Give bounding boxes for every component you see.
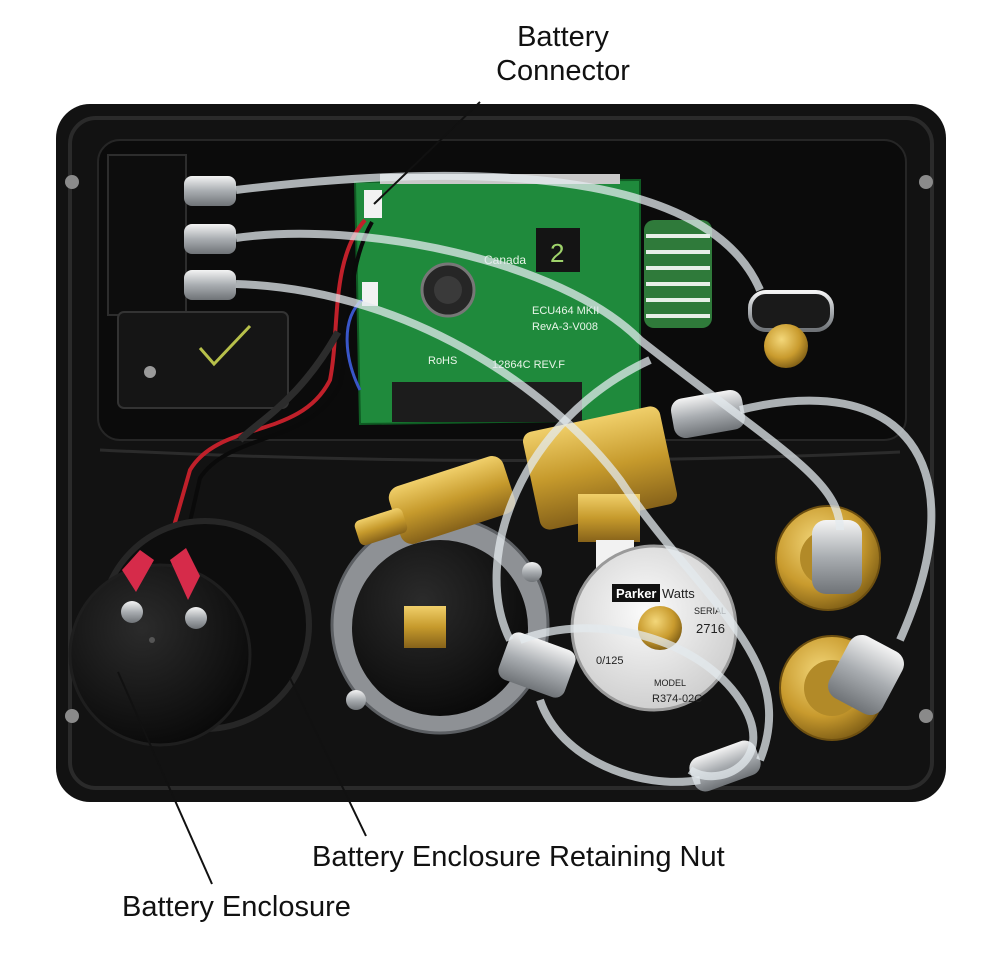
corner-screw-icon: [65, 709, 79, 723]
microcontroller-chip: [536, 228, 580, 272]
elbow-fitting: [748, 290, 834, 332]
red-wire: [168, 218, 367, 541]
gauge-model-value: R374-02C: [652, 693, 702, 705]
battery-enclosure-leader: [117, 671, 213, 885]
corner-screw-icon: [919, 709, 933, 723]
board-revision-text: RevA-3-V008: [532, 321, 598, 333]
battery-enclosure-retaining-nut-label: Battery Enclosure Retaining Nut: [312, 841, 725, 873]
bracket-screw-icon: [346, 690, 366, 710]
gauge-brand2-text: Watts: [662, 586, 695, 601]
terminal-screw-icon: [185, 607, 207, 629]
gauge-stem: [404, 606, 446, 648]
battery-enclosure-cap: [68, 563, 252, 747]
battery-connector-plug: [364, 190, 382, 218]
corner-screw-icon: [65, 175, 79, 189]
cap-hole-icon: [149, 637, 155, 643]
enclosure-rim: [68, 116, 934, 790]
small-connector-plug: [362, 282, 378, 306]
retaining-nut-leader: [289, 677, 367, 837]
marker-check-mark: [198, 324, 252, 367]
terminal-lug: [170, 548, 200, 600]
coil-windings: [646, 234, 710, 318]
brass-down-stem: [578, 494, 640, 542]
gauge-serial-value: 2716: [696, 621, 725, 636]
gauge-brand-bar: [612, 584, 660, 602]
brass-valve-body: [388, 456, 516, 544]
lcd-window: [392, 382, 582, 422]
display-digit: 2: [550, 238, 564, 268]
solenoid-screw-icon: [144, 366, 156, 378]
bracket-screw-icon: [522, 562, 542, 582]
push-fitting: [184, 224, 236, 254]
battery-connector-leader: [373, 101, 481, 205]
board-model-text: ECU464 MKII: [532, 305, 599, 317]
corner-screw-icon: [919, 175, 933, 189]
chrome-elbow: [828, 634, 904, 716]
grey-cable: [237, 330, 342, 443]
capacitor-top: [434, 276, 462, 304]
push-fitting: [184, 176, 236, 206]
gauge-serial-label: SERIAL: [694, 606, 726, 616]
terminal-screw-icon: [121, 601, 143, 623]
black-wire: [182, 221, 374, 549]
gauge-brand-text: Parker: [616, 586, 656, 601]
gauge-model-label: MODEL: [654, 678, 686, 688]
brass-valve-tip: [354, 508, 408, 546]
board-rohs-text: RoHS: [428, 355, 457, 367]
chrome-tee: [498, 632, 576, 698]
board-rev-text: 12864C REV.F: [492, 359, 565, 371]
solenoid-valve: [117, 311, 289, 409]
battery-connector-callout: Battery Connector: [478, 20, 648, 88]
chrome-elbow: [812, 520, 862, 594]
push-fitting: [184, 270, 236, 300]
manifold-block: [107, 154, 187, 316]
terminal-lug: [122, 550, 154, 592]
battery-enclosure-label: Battery Enclosure: [122, 891, 351, 923]
gauge-range-text: 0/125: [596, 655, 624, 667]
clear-tubing: [235, 171, 936, 786]
battery-connector-label-line2: Connector: [496, 55, 630, 87]
brass-nut: [764, 324, 808, 368]
battery-connector-label-line1: Battery: [517, 21, 609, 53]
